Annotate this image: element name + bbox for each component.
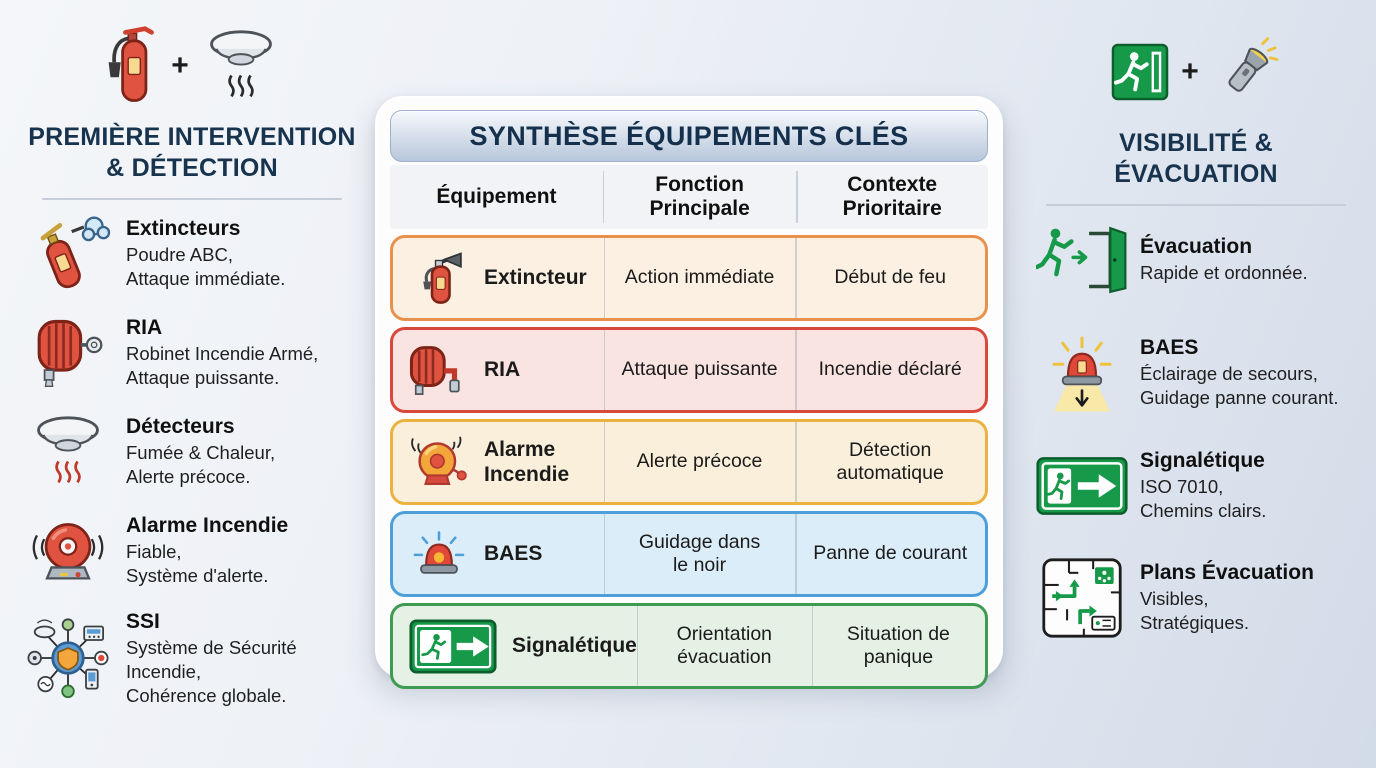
item-title: BAES: [1140, 335, 1199, 359]
item-desc: Fiable, Système d'alerte.: [126, 541, 269, 587]
evacuation-plan-icon: [1042, 557, 1122, 638]
flashlight-icon: [1228, 37, 1279, 92]
ssi-network-icon: [27, 618, 109, 699]
left-item-list: Extincteurs Poudre ABC, Attaque immédiat…: [22, 213, 362, 708]
item-title: Alarme Incendie: [126, 513, 289, 537]
table-row-extincteur: Extincteur Action immédiate Début de feu: [390, 235, 988, 321]
alarm-bell-icon: [411, 436, 467, 485]
right-header-icons: +: [1111, 24, 1281, 120]
fire-extinguisher-icon: [423, 252, 462, 304]
item-title: Signalétique: [1140, 448, 1265, 472]
left-panel: + PREMIÈRE INTERVENTION & DÉTECTION: [22, 18, 362, 708]
equipment-name: Signalétique: [512, 634, 637, 658]
fonction-cell: Guidage dans le noir: [603, 514, 796, 594]
fonction-cell: Alerte précoce: [603, 422, 796, 502]
contexte-cell: Incendie déclaré: [795, 330, 985, 410]
emergency-beacon-icon: [413, 531, 465, 574]
item-title: Extincteurs: [126, 216, 241, 240]
item-title: Plans Évacuation: [1140, 560, 1314, 584]
item-title: Détecteurs: [126, 414, 235, 438]
evacuation-door-icon: [1036, 226, 1127, 293]
item-desc: ISO 7010, Chemins clairs.: [1140, 476, 1267, 522]
equipment-name: BAES: [484, 542, 543, 566]
right-divider: [1046, 204, 1346, 206]
table-row-baes: BAES Guidage dans le noir Panne de coura…: [390, 511, 988, 597]
list-item-alarme-incendie: Alarme Incendie Fiable, Système d'alerte…: [22, 510, 362, 592]
right-item-list: Évacuation Rapide et ordonnée.: [1036, 219, 1356, 639]
summary-table-card: SYNTHÈSE ÉQUIPEMENTS CLÉS Équipement Fon…: [375, 96, 1003, 689]
table-row-signaletique: Signalétique Orientation évacuation Situ…: [390, 603, 988, 689]
exit-sign-icon: [409, 618, 497, 674]
item-title: RIA: [126, 315, 163, 339]
fonction-cell: Orientation évacuation: [636, 606, 812, 686]
item-desc: Fumée & Chaleur, Alerte précoce.: [126, 442, 276, 488]
fire-hose-reel-icon: [409, 346, 460, 395]
right-panel-title: VISIBILITÉ & ÉVACUATION: [1114, 129, 1278, 188]
smoke-detector-heat-icon: [37, 415, 99, 483]
list-item-extincteurs: Extincteurs Poudre ABC, Attaque immédiat…: [22, 213, 362, 295]
left-divider: [42, 198, 342, 200]
list-item-plans-evacuation: Plans Évacuation Visibles, Stratégiques.: [1036, 557, 1356, 639]
contexte-cell: Situation de panique: [811, 606, 985, 686]
list-item-ssi: SSI Système de Sécurité Incendie, Cohére…: [22, 609, 362, 708]
column-header-equipement: Équipement: [436, 184, 557, 208]
smoke-detector-icon: [209, 30, 272, 98]
fire-extinguisher-spray-icon: [40, 215, 111, 288]
plus-sign: +: [1181, 55, 1199, 88]
item-title: SSI: [126, 609, 160, 633]
list-item-signaletique: Signalétique ISO 7010, Chemins clairs.: [1036, 445, 1356, 527]
item-desc: Rapide et ordonnée.: [1140, 262, 1308, 284]
column-header-fonction: Fonction Principale: [602, 165, 797, 229]
fonction-cell: Action immédiate: [603, 238, 796, 318]
alarm-bell-icon: [32, 522, 104, 580]
fire-extinguisher-icon: [108, 26, 155, 102]
list-item-detecteurs: Détecteurs Fumée & Chaleur, Alerte préco…: [22, 411, 362, 493]
plus-sign: +: [171, 49, 189, 82]
table-row-alarme-incendie: Alarme Incendie Alerte précoce Détection…: [390, 419, 988, 505]
table-header-row: Équipement Fonction Principale Contexte …: [390, 165, 988, 229]
list-item-ria: RIA Robinet Incendie Armé, Attaque puiss…: [22, 312, 362, 394]
equipment-name: RIA: [484, 358, 521, 382]
item-desc: Poudre ABC, Attaque immédiate.: [126, 244, 286, 290]
fire-hose-reel-icon: [37, 319, 103, 387]
table-row-ria: RIA Attaque puissante Incendie déclaré: [390, 327, 988, 413]
list-item-baes: BAES Éclairage de secours, Guidage panne…: [1036, 331, 1356, 415]
list-item-evacuation: Évacuation Rapide et ordonnée.: [1036, 219, 1356, 301]
exit-sign-arrow-icon: [1036, 456, 1128, 515]
contexte-cell: Détection automatique: [795, 422, 985, 502]
fonction-cell: Attaque puissante: [603, 330, 796, 410]
baes-emergency-light-icon: [1052, 335, 1112, 411]
contexte-cell: Panne de courant: [795, 514, 985, 594]
right-panel: + VISIBILITÉ & ÉVACUATION: [1036, 24, 1356, 639]
item-desc: Robinet Incendie Armé, Attaque puissante…: [126, 343, 319, 389]
left-panel-title: PREMIÈRE INTERVENTION & DÉTECTION: [28, 123, 356, 182]
exit-sign-icon: [1111, 43, 1169, 101]
item-title: Évacuation: [1140, 234, 1253, 258]
item-desc: Éclairage de secours, Guidage panne cour…: [1140, 363, 1339, 409]
equipment-name: Extincteur: [484, 266, 587, 290]
table-title: SYNTHÈSE ÉQUIPEMENTS CLÉS: [390, 110, 988, 162]
contexte-cell: Début de feu: [795, 238, 985, 318]
equipment-name: Alarme Incendie: [484, 437, 570, 486]
left-header-icons: +: [103, 18, 281, 114]
item-desc: Système de Sécurité Incendie, Cohérence …: [126, 636, 297, 706]
column-header-contexte: Contexte Prioritaire: [796, 165, 988, 229]
item-desc: Visibles, Stratégiques.: [1140, 588, 1250, 634]
